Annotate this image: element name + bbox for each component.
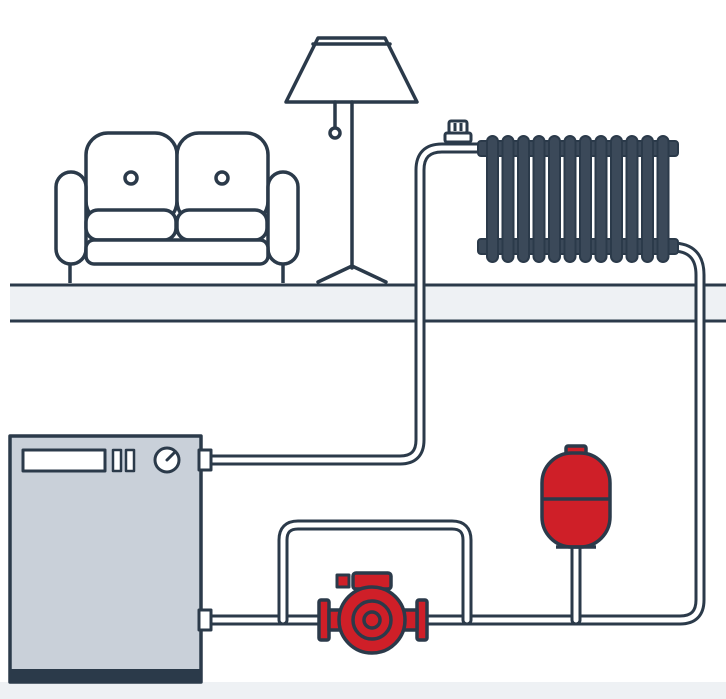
radiator-fin — [517, 135, 530, 263]
ground-strip — [0, 682, 726, 699]
radiator-fin — [625, 135, 639, 263]
radiator-valve-icon — [443, 119, 473, 144]
radiator-fin — [501, 135, 515, 263]
radiator-fin — [594, 135, 608, 263]
pressure-gauge-icon — [153, 446, 181, 474]
circulation-pump-icon — [317, 571, 429, 655]
floor-lamp-icon — [284, 36, 419, 284]
expansion-vessel-icon — [540, 444, 612, 549]
radiator-fin — [579, 135, 592, 263]
sofa-icon — [54, 131, 300, 283]
boiler-icon — [8, 434, 213, 684]
floor-slab — [10, 283, 726, 323]
radiator-icon — [477, 135, 679, 263]
radiator-fin — [548, 135, 561, 263]
radiator-fins — [486, 135, 670, 263]
radiator-fin — [563, 135, 577, 263]
radiator-fin — [532, 135, 546, 263]
radiator-fin — [486, 135, 499, 263]
radiator-fin — [656, 135, 670, 263]
radiator-fin — [610, 135, 623, 263]
radiator-fin — [641, 135, 654, 263]
pipes — [204, 142, 706, 626]
